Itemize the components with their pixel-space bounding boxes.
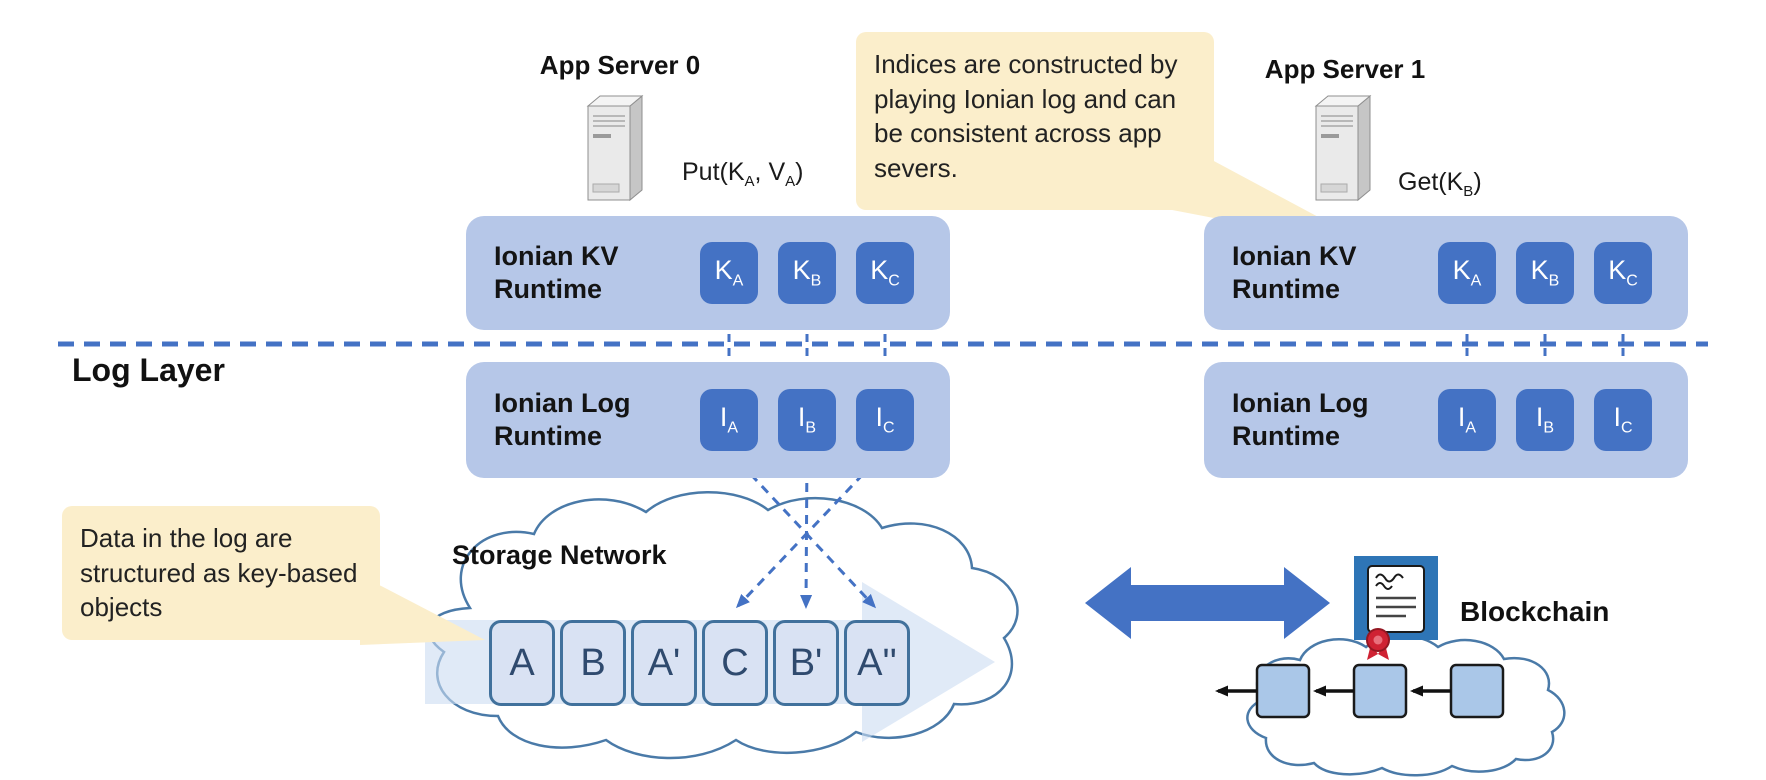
- sync-double-arrow: [1085, 567, 1330, 639]
- get-operation-label: Get(KB): [1398, 168, 1482, 200]
- key-chip-kb: KB: [778, 242, 836, 304]
- blockchain-icon: [1354, 556, 1438, 660]
- kv-runtime-title: Ionian KV Runtime: [1232, 241, 1357, 304]
- index-chip-ia: IA: [700, 389, 758, 451]
- storage-network-label: Storage Network: [452, 540, 667, 570]
- server-icon: [587, 95, 643, 201]
- app-server-1-label: App Server 1: [1264, 54, 1426, 84]
- index-chip-ib: IB: [778, 389, 836, 451]
- key-chip-kb: KB: [1516, 242, 1574, 304]
- storage-log-item: A'': [844, 620, 910, 706]
- index-chip-ia: IA: [1438, 389, 1496, 451]
- app-server-0-label: App Server 0: [539, 50, 701, 80]
- callout-log-data: Data in the log are structured as key-ba…: [62, 506, 380, 640]
- chain-block: [1449, 663, 1505, 719]
- callout-tail: [360, 575, 485, 645]
- kv-runtime-panel-left: Ionian KV Runtime KA KB KC: [466, 216, 950, 330]
- put-operation-label: Put(KA, VA): [682, 158, 804, 190]
- kv-runtime-panel-right: Ionian KV Runtime KA KB KC: [1204, 216, 1688, 330]
- kv-runtime-title: Ionian KV Runtime: [494, 241, 619, 304]
- log-runtime-title: Ionian Log Runtime: [1232, 388, 1369, 451]
- log-runtime-panel-right: Ionian Log Runtime IA IB IC: [1204, 362, 1688, 478]
- storage-log-item: A: [489, 620, 555, 706]
- key-chip-kc: KC: [856, 242, 914, 304]
- log-to-storage-arrow: [800, 450, 813, 609]
- server-icon: [1315, 95, 1371, 201]
- log-runtime-panel-left: Ionian Log Runtime IA IB IC: [466, 362, 950, 478]
- log-runtime-title: Ionian Log Runtime: [494, 388, 631, 451]
- storage-log-item: B': [773, 620, 839, 706]
- index-chip-ic: IC: [1594, 389, 1652, 451]
- index-chip-ic: IC: [856, 389, 914, 451]
- storage-log-item: B: [560, 620, 626, 706]
- callout-indices: Indices are constructed by playing Ionia…: [856, 32, 1214, 210]
- log-layer-label: Log Layer: [72, 352, 225, 388]
- chain-block: [1255, 663, 1311, 719]
- index-chip-ib: IB: [1516, 389, 1574, 451]
- key-chip-ka: KA: [1438, 242, 1496, 304]
- blockchain-label: Blockchain: [1460, 596, 1610, 627]
- key-chip-kc: KC: [1594, 242, 1652, 304]
- storage-log-item: A': [631, 620, 697, 706]
- key-chip-ka: KA: [700, 242, 758, 304]
- chain-block: [1352, 663, 1408, 719]
- storage-log-item: C: [702, 620, 768, 706]
